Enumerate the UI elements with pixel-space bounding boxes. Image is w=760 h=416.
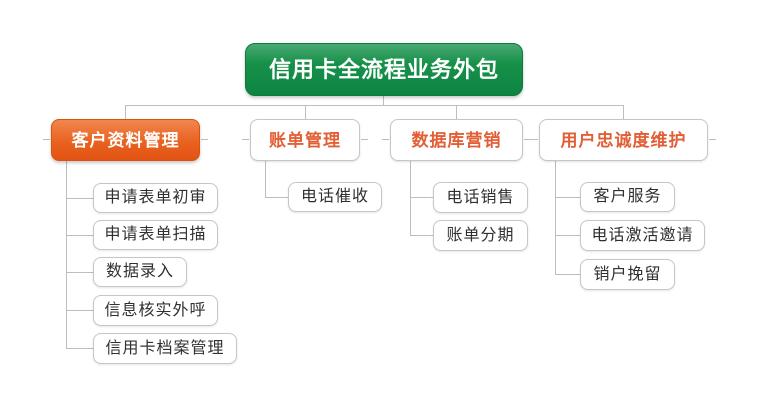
connector-tick: [531, 139, 538, 140]
connector-tick: [43, 139, 50, 140]
root-node-label: 信用卡全流程业务外包: [268, 56, 499, 82]
leaf-bill-installment: 账单分期: [433, 220, 528, 251]
leaf-phone-activation-invitation: 电话激活邀请: [580, 220, 705, 251]
branch-label: 用户忠诚度维护: [560, 130, 687, 150]
connector-line: [456, 105, 457, 119]
connector-line: [66, 348, 93, 349]
connector-line: [410, 235, 433, 236]
connector-line: [125, 105, 624, 106]
root-node-credit-card-outsourcing: 信用卡全流程业务外包: [245, 43, 523, 96]
connector-line: [66, 235, 93, 236]
leaf-customer-service: 客户服务: [580, 182, 675, 212]
leaf-label: 电话催收: [300, 188, 369, 205]
leaf-application-form-initial-review: 申请表单初审: [93, 183, 218, 213]
leaf-application-form-scanning: 申请表单扫描: [93, 220, 218, 250]
leaf-label: 销户挽留: [593, 265, 662, 283]
leaf-label: 客户服务: [593, 188, 662, 205]
connector-line: [623, 105, 624, 119]
connector-line: [66, 272, 93, 273]
branch-database-marketing: 数据库营销: [390, 119, 523, 161]
branch-label: 数据库营销: [411, 130, 502, 150]
connector-tick: [242, 139, 249, 140]
leaf-account-closure-retention: 销户挽留: [580, 259, 675, 290]
connector-tick: [709, 139, 716, 140]
leaf-telemarketing: 电话销售: [433, 182, 528, 213]
leaf-data-entry: 数据录入: [93, 257, 187, 287]
connector-line: [555, 235, 580, 236]
branch-customer-data-management: 客户资料管理: [51, 119, 200, 161]
leaf-label: 申请表单初审: [104, 189, 207, 206]
leaf-label: 账单分期: [446, 226, 515, 244]
branch-user-loyalty-maintenance: 用户忠诚度维护: [539, 119, 708, 161]
leaf-label: 信用卡档案管理: [105, 339, 225, 357]
connector-line: [265, 197, 288, 198]
connector-line: [125, 105, 126, 119]
leaf-label: 电话销售: [446, 188, 515, 206]
connector-tick: [382, 139, 389, 140]
connector-line: [555, 161, 556, 274]
leaf-credit-card-archive-management: 信用卡档案管理: [93, 333, 237, 364]
connector-line: [66, 310, 93, 311]
leaf-label: 信息核实外呼: [104, 301, 207, 319]
connector-line: [383, 96, 384, 105]
branch-bill-management: 账单管理: [250, 119, 360, 161]
connector-line: [66, 198, 93, 199]
leaf-label: 电话激活邀请: [591, 226, 694, 244]
leaf-label: 数据录入: [105, 263, 174, 280]
connector-line: [66, 161, 67, 348]
leaf-label: 申请表单扫描: [104, 226, 207, 243]
branch-label: 客户资料管理: [71, 130, 180, 150]
leaf-phone-collection: 电话催收: [288, 182, 382, 212]
connector-line: [410, 197, 433, 198]
connector-line: [410, 161, 411, 235]
connector-tick: [361, 139, 368, 140]
connector-line: [555, 197, 580, 198]
branch-label: 账单管理: [269, 130, 341, 150]
connector-line: [555, 274, 580, 275]
connector-tick: [201, 139, 208, 140]
connector-line: [265, 161, 266, 197]
connector-line: [305, 105, 306, 119]
connector-tick: [524, 139, 531, 140]
leaf-info-verification-outbound-call: 信息核实外呼: [93, 295, 218, 326]
